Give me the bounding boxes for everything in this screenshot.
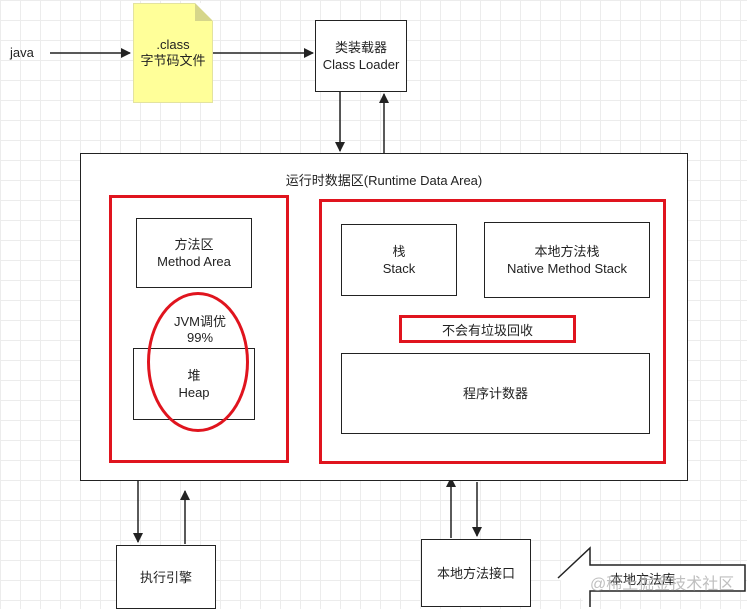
native-method-stack-box: 本地方法栈 Native Method Stack (484, 222, 650, 298)
native-stack-line2: Native Method Stack (507, 261, 627, 276)
program-counter-box: 程序计数器 (341, 353, 650, 434)
thread-private-highlight (319, 199, 666, 464)
class-loader-line1: 类装载器 (334, 40, 387, 55)
stack-line1: 栈 (392, 244, 406, 259)
jvm-tuning-ellipse (147, 292, 249, 432)
jvm-tuning-line1: JVM调优 (173, 314, 226, 329)
runtime-data-area-title: 运行时数据区(Runtime Data Area) (285, 173, 483, 188)
java-label: java (10, 45, 34, 60)
native-library-label: 本地方法库 (610, 572, 676, 587)
stack-box: 栈 Stack (341, 224, 457, 296)
no-gc-label: 不会有垃圾回收 (399, 315, 576, 343)
native-stack-line1: 本地方法栈 (534, 244, 600, 259)
execution-engine-box: 执行引擎 (116, 545, 216, 609)
note-fold-corner (195, 3, 213, 21)
watermark: @稀土掘金技术社区 (590, 576, 735, 593)
class-file-note: .class 字节码文件 (133, 3, 213, 103)
class-file-line1: .class (156, 37, 190, 52)
stack-line2: Stack (382, 261, 416, 276)
native-interface-box: 本地方法接口 (421, 539, 531, 607)
method-area-line2: Method Area (157, 254, 231, 269)
native-library-arrow-shape (557, 546, 746, 607)
method-area-box: 方法区 Method Area (136, 218, 252, 288)
method-area-line1: 方法区 (174, 237, 214, 252)
class-file-line2: 字节码文件 (140, 53, 206, 68)
jvm-tuning-label: JVM调优 99% (155, 314, 245, 346)
native-interface-label: 本地方法接口 (436, 565, 515, 581)
jvm-tuning-line2: 99% (186, 330, 214, 345)
class-loader-line2: Class Loader (322, 57, 400, 72)
thread-shared-highlight (109, 195, 289, 463)
execution-engine-label: 执行引擎 (139, 569, 192, 585)
program-counter-label: 程序计数器 (462, 386, 528, 401)
class-loader-box: 类装载器 Class Loader (315, 20, 407, 92)
